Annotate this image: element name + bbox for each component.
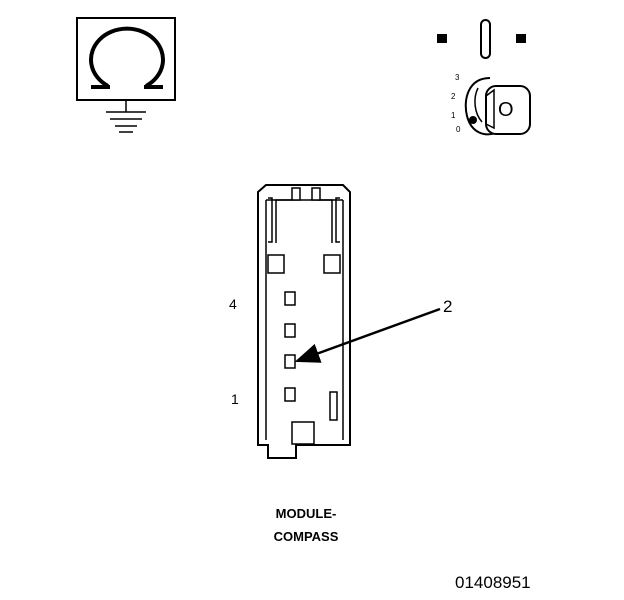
pin-label-4: 4 <box>229 296 237 312</box>
ohmmeter-symbol <box>76 17 176 133</box>
caption-line-2: COMPASS <box>274 529 339 544</box>
ignition-pos-2: 2 <box>451 92 456 101</box>
ignition-pos-3: 3 <box>455 73 460 82</box>
ignition-switch-icon: O 3 2 1 0 <box>451 73 531 136</box>
callout-arrow <box>294 307 441 363</box>
ignition-pos-0: 0 <box>456 125 461 134</box>
disconnect-symbol <box>437 19 526 59</box>
pin-cavity-4 <box>284 291 296 306</box>
ignition-position-marker <box>469 116 477 124</box>
ignition-pos-1: 1 <box>451 111 456 120</box>
caption-line-1: MODULE- <box>276 506 337 521</box>
callout-label: 2 <box>443 297 452 316</box>
pin-label-1: 1 <box>231 391 239 407</box>
document-id: 01408951 <box>455 573 531 592</box>
omega-icon <box>89 26 165 89</box>
ignition-key-label: O <box>498 99 514 121</box>
pin-cavity-3 <box>284 323 296 338</box>
connector-face <box>257 184 351 459</box>
pin-cavity-2 <box>284 354 296 369</box>
ground-icon <box>106 100 146 133</box>
pin-cavity-1 <box>284 387 296 402</box>
